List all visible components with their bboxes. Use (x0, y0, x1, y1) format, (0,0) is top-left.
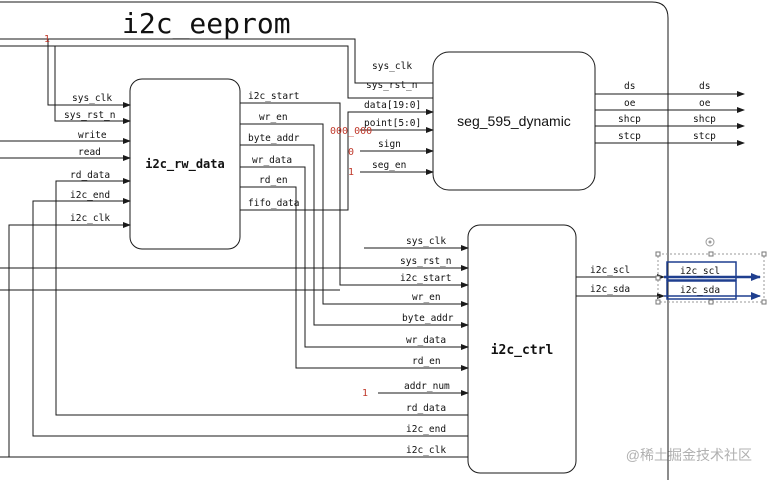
label-ctrl-wr-data: wr_data (406, 335, 446, 346)
label-ctrl-sys-rst-n: sys_rst_n (400, 256, 451, 267)
label-ctrl-byte-addr: byte_addr (402, 313, 454, 324)
wire-fifo-data (240, 109, 434, 211)
label-rw-read: read (78, 147, 101, 158)
label-port-i2c-sda: i2c_sda (680, 285, 720, 296)
label-rw-fifo-data: fifo_data (248, 198, 299, 209)
handle-nw[interactable] (655, 251, 661, 257)
wire-i2c-start (240, 102, 469, 288)
label-port-i2c-scl: i2c_scl (680, 266, 720, 277)
selection-overlay[interactable] (655, 237, 767, 305)
label-seg-sign: sign (378, 139, 401, 150)
wire-feedback-i2c-clk (8, 222, 468, 458)
label-seg-data: data[19:0] (364, 100, 421, 111)
wire-rw-sys-clk (0, 38, 433, 105)
label-rw-i2c-clk: i2c_clk (70, 213, 110, 224)
module-name-i2c-ctrl: i2c_ctrl (491, 343, 554, 358)
port-box-i2c-sda[interactable] (666, 280, 737, 300)
module-box-i2c-rw-data[interactable] (129, 78, 241, 250)
wire-feedback-i2c-end (32, 198, 468, 437)
label-rw-rd-en: rd_en (259, 175, 288, 186)
watermark-text: @稀土掘金技术社区 (626, 447, 752, 463)
const-point: 000_000 (330, 126, 372, 137)
label-port-oe: oe (699, 98, 711, 109)
handle-ne[interactable] (761, 251, 767, 257)
label-seg-sys-clk: sys_clk (372, 61, 412, 72)
label-seg-point: point[5:0] (364, 118, 421, 129)
wire-wr-en (240, 123, 469, 307)
label-ctrl-addr-num: addr_num (404, 381, 450, 392)
label-seg-shcp: shcp (618, 114, 641, 125)
wire-wr-data (240, 166, 469, 350)
module-name-i2c-rw-data: i2c_rw_data (145, 157, 224, 172)
top-module-outline (0, 1, 669, 480)
wire-feedback-rd-data (55, 178, 468, 416)
label-ctrl-i2c-start: i2c_start (400, 273, 451, 284)
const-sign: 0 (348, 147, 354, 158)
label-rw-write: write (78, 130, 107, 141)
label-rw-i2c-start: i2c_start (248, 91, 299, 102)
label-port-ds: ds (699, 81, 710, 92)
const-seg-en: 1 (348, 167, 354, 178)
handle-sw[interactable] (655, 299, 661, 305)
label-ctrl-i2c-clk: i2c_clk (406, 445, 446, 456)
module-name-seg-595-dynamic: seg_595_dynamic (457, 113, 571, 129)
module-box-seg-595-dynamic[interactable] (432, 51, 596, 191)
wire-rw-sys-rst-n (0, 45, 433, 121)
label-seg-ds: ds (624, 81, 635, 92)
label-rw-wr-en: wr_en (259, 112, 288, 123)
label-ctrl-rd-data: rd_data (406, 403, 446, 414)
label-port-stcp: stcp (693, 131, 716, 142)
wire-rd-en (240, 186, 469, 371)
label-port-shcp: shcp (693, 114, 716, 125)
label-rw-rd-data: rd_data (70, 170, 110, 181)
label-ctrl-rd-en: rd_en (412, 356, 441, 367)
label-seg-oe: oe (624, 98, 636, 109)
label-rw-i2c-end: i2c_end (70, 190, 110, 201)
handle-s[interactable] (708, 299, 714, 305)
wire-byte-addr (240, 144, 469, 328)
label-rw-byte-addr: byte_addr (248, 133, 300, 144)
label-seg-seg-en: seg_en (372, 160, 406, 171)
port-box-i2c-scl[interactable] (666, 261, 737, 281)
label-ctrl-i2c-sda: i2c_sda (590, 284, 630, 295)
label-rw-sys-clk: sys_clk (72, 93, 112, 104)
label-rw-sys-rst-n: sys_rst_n (64, 110, 115, 121)
const-top-1: 1 (44, 34, 50, 45)
label-ctrl-i2c-scl: i2c_scl (590, 265, 630, 276)
const-addr-num: 1 (362, 388, 368, 399)
handle-n[interactable] (708, 251, 714, 257)
label-ctrl-wr-en: wr_en (412, 292, 441, 303)
top-module-title: i2c_eeprom (122, 7, 291, 41)
label-rw-wr-data: wr_data (252, 155, 292, 166)
label-ctrl-sys-clk: sys_clk (406, 236, 446, 247)
label-ctrl-i2c-end: i2c_end (406, 424, 446, 435)
handle-w[interactable] (655, 275, 661, 281)
rotate-handle-inner-icon (708, 240, 712, 244)
label-seg-stcp: stcp (618, 131, 641, 142)
handle-se[interactable] (761, 299, 767, 305)
label-seg-sys-rst-n: sys_rst_n (366, 80, 417, 91)
